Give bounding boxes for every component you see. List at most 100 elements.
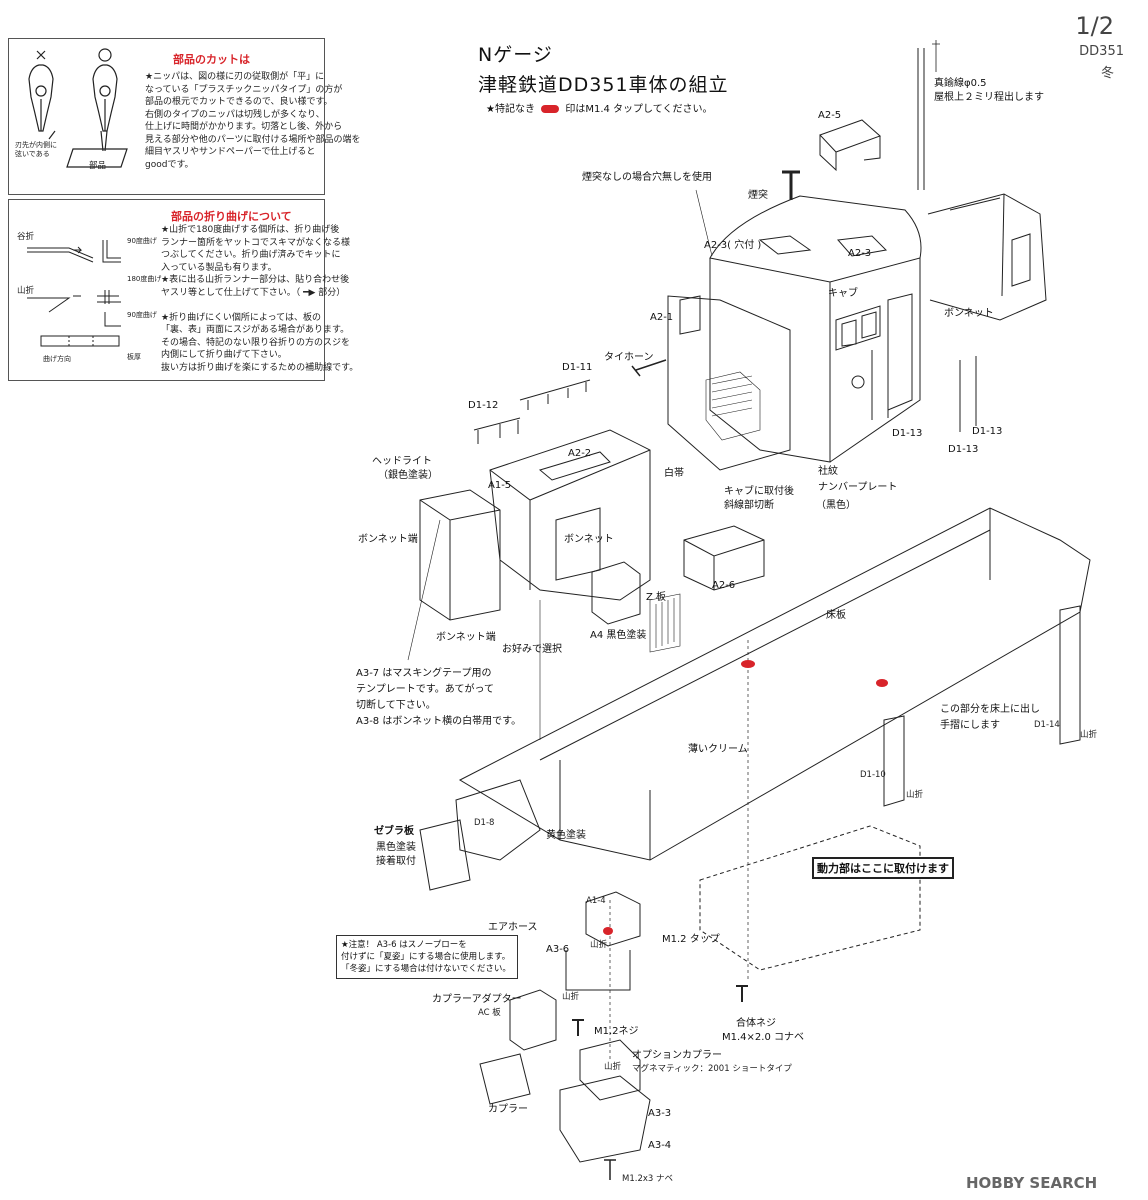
- fold-line: つぶしてください。折り曲げ済みでキットに: [161, 250, 341, 260]
- cut-line: なっている「プラスチックニッパタイプ」の方が: [145, 84, 343, 95]
- cut-line: 見える部分や他のパーツに取付ける場所や部品の端を: [145, 134, 361, 145]
- thin-cream-label: 薄いクリーム: [688, 744, 748, 755]
- emblem-label: 社紋: [818, 466, 838, 477]
- fold-line: その場合、特記のない限り谷折りの方のスジを: [161, 337, 351, 348]
- m12-screw-label: M1.2ネジ: [594, 1026, 639, 1037]
- cut-line: 仕上げに時間がかかります。切落とし後、外から: [145, 122, 343, 132]
- choose-label: お好みで選択: [502, 644, 562, 655]
- fold-line: ヤスリ等として仕上げて下さい。（ ━▶ 部分）: [161, 287, 346, 298]
- logo-text: HOBBY SEARCH: [966, 1174, 1098, 1192]
- a3-6-label: A3-6: [546, 944, 570, 955]
- d1-8-label: D1-8: [474, 818, 495, 828]
- a3-3-label: A3-3: [648, 1108, 672, 1119]
- floor-label: 床板: [826, 610, 846, 621]
- bonnet-end2-label: ボンネット端: [436, 632, 496, 643]
- bend-90b-label: 90度曲げ: [127, 311, 157, 319]
- a2-6-label: A2-6: [712, 580, 736, 591]
- headlight-label: ヘッドライト: [372, 456, 432, 467]
- a2-1-label: A2-1: [650, 312, 674, 323]
- a2-3-hole-label: A2-3( 穴付 ): [704, 240, 762, 251]
- handrail-d1-11: [519, 379, 591, 410]
- season-label: 冬: [1100, 66, 1114, 81]
- fold-direction-label: 曲げ方向: [43, 355, 71, 363]
- screw-m12x3: [604, 1159, 616, 1180]
- bonnet-end-label: ボンネット端: [358, 534, 418, 545]
- a3-4-label: A3-4: [648, 1140, 672, 1151]
- part-label: 部品: [89, 161, 107, 171]
- rear-bonnet: [927, 193, 1047, 321]
- fold-line: ★表に出る山折ランナー部分は、貼り合わせ後: [161, 275, 350, 285]
- mountain-fold-label: 山折: [17, 286, 35, 296]
- zebra-paint-label: 黒色塗装: [376, 842, 416, 853]
- option-coupler-spec: マグネマティック：2001 ショートタイプ: [632, 1064, 792, 1074]
- tap-marker: [603, 927, 613, 935]
- yellow-label: 黄色塗装: [546, 830, 586, 841]
- power-unit-outline: [699, 825, 921, 971]
- floor-plate: [458, 507, 1091, 861]
- d1-13b-label: D1-13: [972, 426, 1003, 437]
- brass-wire: [917, 48, 925, 190]
- fold-illustration: [27, 240, 121, 347]
- a1-4-label: A1-4: [586, 896, 606, 906]
- fold-line: ★山折で180度曲げする個所は、折り曲げ後: [161, 225, 340, 235]
- cut-instructions-box: 部品のカットは ★ニッパは、図の様に刃の従取側が「平」に なっている「プラスチッ…: [8, 38, 361, 195]
- nipper-illustration: [28, 48, 128, 168]
- fold-line: ランナー箇所をヤットコでスキマがなくなる様: [161, 237, 351, 248]
- chimney-label: 煙突: [748, 190, 768, 201]
- tap-note: ★特記なき 印はM1.4 タップしてください。: [486, 100, 712, 115]
- tap-note-suffix: 印はM1.4 タップしてください。: [565, 104, 713, 115]
- page-title: 津軽鉄道DD351車体の組立: [478, 74, 729, 96]
- screw-m12: [572, 1019, 584, 1036]
- joint-screw-label: 合体ネジ: [736, 1018, 776, 1029]
- a2-2-label: A2-2: [568, 448, 592, 459]
- part-d1-14: [1059, 605, 1081, 745]
- power-unit-label: 動力部はここに取付けます: [812, 857, 954, 879]
- coupler-adapter-label: カプラーアダプター: [432, 994, 522, 1005]
- mountain-fold-b: 山折: [604, 1062, 622, 1072]
- coupler-label: カプラー: [488, 1104, 528, 1115]
- chimney-note: 煙突なしの場合穴無しを使用: [582, 172, 712, 183]
- bonnet-right-label: ボンネット: [944, 308, 994, 319]
- d1-13c-label: D1-13: [948, 444, 979, 455]
- fold-line: ★折り曲げにくい個所によっては、板の: [161, 312, 321, 323]
- fold-box-text: ★山折で180度曲げする個所は、折り曲げ後 ランナー箇所をヤットコでスキマがなく…: [161, 224, 358, 374]
- cab-label: キャブ: [828, 288, 858, 299]
- z-plate-label: Z 板: [646, 592, 667, 603]
- option-coupler-part: [579, 1039, 641, 1101]
- handrail-d1-13: [871, 348, 889, 420]
- warning-line: 付けずに「夏姿」にする場合に使用します。: [341, 952, 511, 962]
- a3-note-4: A3-8 はボンネット横の白帯用です。: [356, 716, 522, 727]
- handrail-note-2: 手摺にします: [940, 720, 1000, 731]
- d1-12-label: D1-12: [468, 400, 499, 411]
- m12x3-label: M1.2x3 ナベ: [622, 1174, 673, 1184]
- a2-5-label: A2-5: [818, 110, 842, 121]
- a1-5-label: A1-5: [488, 480, 512, 491]
- air-hose-label: エアホース: [488, 922, 538, 933]
- horn-label: タイホーン: [604, 352, 654, 363]
- bonnet-label: ボンネット: [564, 534, 614, 545]
- wire-note: 屋根上２ミリ程出します: [934, 92, 1044, 103]
- coupler-part: [479, 1053, 531, 1105]
- part-a2-6: [683, 525, 765, 591]
- joint-screw-spec: M1.4×2.0 コナベ: [722, 1032, 804, 1043]
- part-d1-10: [883, 715, 905, 807]
- plate-thickness-label: 板厚: [127, 353, 141, 361]
- tap-note-prefix: ★特記なき: [486, 104, 535, 115]
- cut-line: 細目ヤスリやサンドペーパーで仕上げると: [145, 147, 316, 157]
- front-bonnet: [489, 429, 651, 601]
- a4-label: A4 黒色塗装: [590, 630, 647, 641]
- model-code: DD351: [1079, 44, 1124, 59]
- option-coupler-label: オプションカプラー: [632, 1050, 722, 1061]
- white-band-label: 白帯: [664, 468, 684, 479]
- headlight-color-label: （銀色塗装）: [378, 470, 438, 481]
- mountain-fold-r2: 山折: [906, 790, 924, 800]
- valley-fold-label: 谷折: [17, 232, 35, 242]
- tap-marker: [876, 679, 888, 687]
- cut-line: 右側のタイプのニッパは切残しが多くなり、: [145, 109, 325, 120]
- coupler-adapter-part: [509, 989, 557, 1051]
- warning-line: ★注意！ A3-6 はスノープローを: [341, 940, 467, 950]
- warning-line: 「冬姿」にする場合は付けないでください。: [341, 964, 511, 974]
- mountain-fold-r: 山折: [1080, 730, 1098, 740]
- fold-line: 「裏、表」両面にスジがある場合があります。: [161, 325, 350, 335]
- d1-11-label: D1-11: [562, 362, 593, 373]
